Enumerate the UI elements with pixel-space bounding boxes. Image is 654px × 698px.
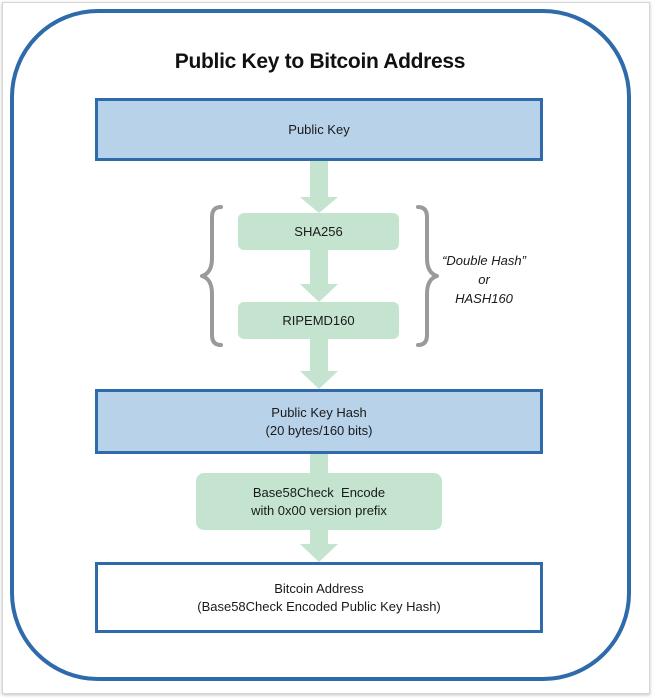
encode-prefix-label: with 0x00 version prefix bbox=[251, 502, 387, 518]
diagram-title: Public Key to Bitcoin Address bbox=[174, 50, 466, 73]
base58check-encode-box: Base58Check Encode with 0x00 version pre… bbox=[196, 473, 442, 530]
annotation-line-2: or bbox=[478, 272, 490, 287]
public-key-hash-label: Public Key Hash bbox=[271, 404, 367, 420]
left-curly-bracket bbox=[200, 205, 223, 347]
bitcoin-address-description: (Base58Check Encoded Public Key Hash) bbox=[197, 598, 441, 614]
sha256-label: SHA256 bbox=[294, 223, 343, 239]
double-hash-annotation: “Double Hash” or HASH160 bbox=[434, 251, 534, 308]
diagram-border bbox=[10, 9, 631, 681]
bitcoin-address-box: Bitcoin Address (Base58Check Encoded Pub… bbox=[95, 562, 543, 633]
annotation-line-3: HASH160 bbox=[455, 291, 513, 306]
arrow-shaft bbox=[310, 530, 328, 546]
arrow-head bbox=[300, 544, 338, 562]
arrow-shaft bbox=[310, 250, 328, 286]
bitcoin-address-label: Bitcoin Address bbox=[274, 580, 364, 596]
public-key-label: Public Key bbox=[288, 121, 350, 137]
arrow-shaft bbox=[310, 161, 328, 199]
right-curly-bracket bbox=[416, 205, 439, 347]
encode-label: Base58Check Encode bbox=[252, 484, 386, 500]
annotation-line-1: “Double Hash” bbox=[442, 253, 526, 268]
ripemd160-label: RIPEMD160 bbox=[282, 312, 355, 328]
public-key-box: Public Key bbox=[95, 98, 543, 161]
public-key-hash-size: (20 bytes/160 bits) bbox=[265, 422, 373, 438]
arrow-shaft bbox=[310, 339, 328, 373]
arrow-head bbox=[300, 371, 338, 389]
sha256-box: SHA256 bbox=[238, 213, 399, 250]
arrow-head bbox=[300, 284, 338, 302]
arrow-head bbox=[300, 197, 338, 213]
ripemd160-box: RIPEMD160 bbox=[238, 302, 399, 339]
arrow-connector bbox=[310, 454, 328, 474]
public-key-hash-box: Public Key Hash (20 bytes/160 bits) bbox=[95, 389, 543, 454]
